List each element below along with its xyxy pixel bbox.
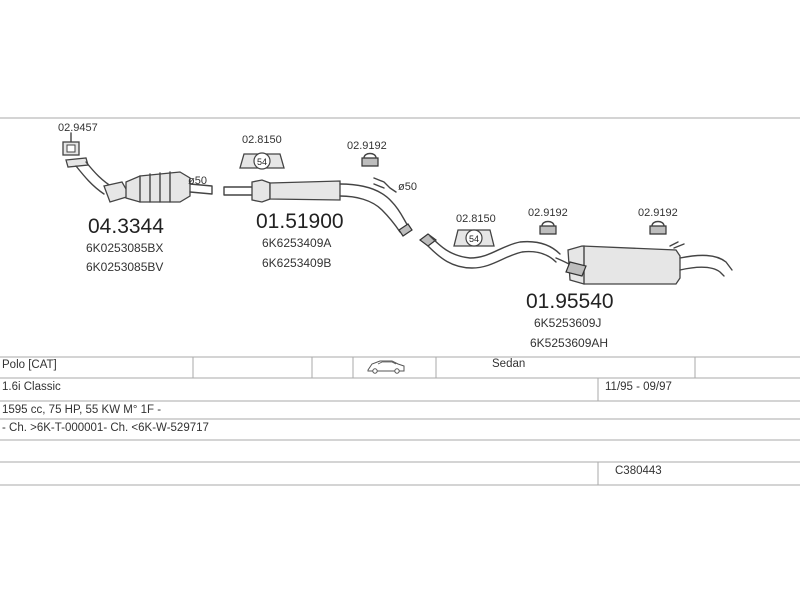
catalyst-part — [65, 157, 213, 203]
front-silencer-part — [223, 179, 413, 237]
vehicle-spec: 1595 cc, 75 HP, 55 KW M° 1F - — [2, 404, 162, 416]
sedan-car-icon — [367, 360, 405, 374]
front-silencer-oem-1: 6K6253409A — [262, 236, 331, 250]
mount-2-code: 02.8150 — [456, 213, 496, 225]
pipe-diameter-2: ø50 — [398, 181, 417, 193]
rear-silencer-code: 01.95540 — [526, 290, 614, 313]
vehicle-body: Sedan — [492, 358, 526, 370]
vehicle-model: Polo [CAT] — [2, 359, 57, 371]
vehicle-engine: 1.6i Classic — [2, 381, 61, 393]
vehicle-years: 11/95 - 09/97 — [605, 381, 672, 393]
rear-silencer-oem-1: 6K5253609J — [534, 316, 601, 330]
rear-silencer-part — [419, 233, 733, 285]
vehicle-chassis: - Ch. >6K-T-000001- Ch. <6K-W-529717 — [2, 422, 209, 434]
front-silencer-oem-2: 6K6253409B — [262, 256, 331, 270]
pipe-diameter-1: ø50 — [188, 175, 207, 187]
clamp-2-code: 02.9192 — [528, 207, 568, 219]
pipe-hanger-part — [373, 177, 397, 193]
mount-2-label: 54 — [469, 234, 479, 244]
clamp-icon — [361, 152, 379, 167]
rubber-mount-icon: 54 — [239, 152, 285, 170]
clamp-1-code: 02.9192 — [347, 140, 387, 152]
catalyst-oem-2: 6K0253085BV — [86, 260, 163, 274]
catalyst-oem-1: 6K0253085BX — [86, 241, 163, 255]
mount-1-code: 02.8150 — [242, 134, 282, 146]
catalog-number: C380443 — [615, 465, 662, 477]
front-silencer-code: 01.51900 — [256, 210, 344, 233]
catalyst-code: 04.3344 — [88, 215, 164, 238]
gasket-top-left-code: 02.9457 — [58, 122, 98, 134]
rear-silencer-oem-2: 6K5253609AH — [530, 336, 608, 350]
clamp-icon-3 — [649, 220, 667, 235]
gasket-hole — [66, 144, 76, 153]
info-table-grid — [0, 356, 800, 486]
rubber-mount-icon-2: 54 — [453, 229, 495, 247]
mount-1-label: 54 — [257, 157, 267, 167]
clamp-icon-2 — [539, 220, 557, 235]
clamp-3-code: 02.9192 — [638, 207, 678, 219]
